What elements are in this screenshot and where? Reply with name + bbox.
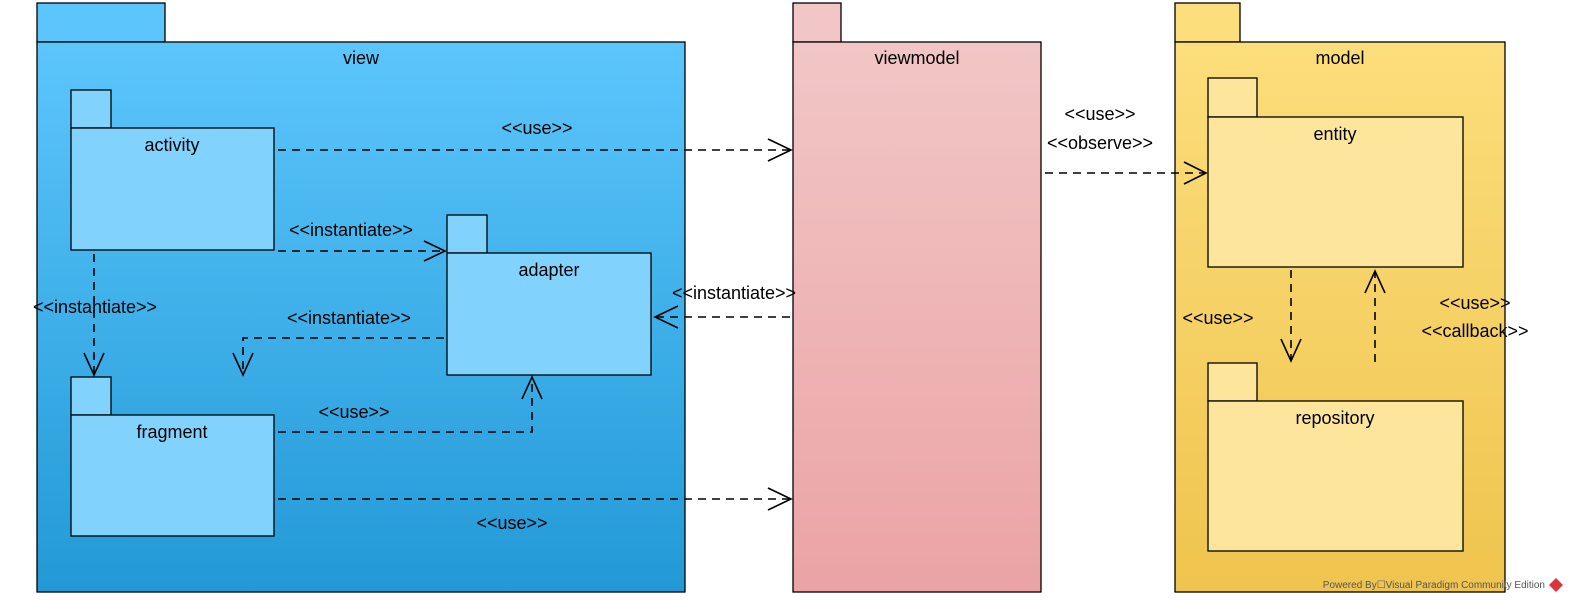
label-entity-repository: <<use>> bbox=[1182, 308, 1253, 328]
package-repository[interactable]: repository bbox=[1207, 362, 1464, 552]
arrowhead bbox=[232, 352, 254, 377]
dependency-viewmodel-entity[interactable] bbox=[1045, 161, 1208, 185]
label-fragment-viewmodel: <<use>> bbox=[476, 513, 547, 533]
dependency-fragment-adapter[interactable] bbox=[278, 375, 543, 433]
package-view-label: view bbox=[343, 48, 380, 68]
package-viewmodel-body bbox=[792, 41, 1042, 593]
label-viewmodel-entity-use: <<use>> bbox=[1064, 104, 1135, 124]
label-viewmodel-entity-observe: <<observe>> bbox=[1047, 133, 1153, 153]
label-repository-entity-callback: <<callback>> bbox=[1421, 321, 1528, 341]
package-adapter-label: adapter bbox=[518, 260, 579, 280]
package-viewmodel[interactable]: viewmodel bbox=[792, 2, 1042, 593]
label-activity-fragment: <<instantiate>> bbox=[33, 297, 157, 317]
package-fragment[interactable]: fragment bbox=[70, 376, 275, 537]
package-model-label: model bbox=[1315, 48, 1364, 68]
dependency-viewmodel-adapter[interactable] bbox=[653, 305, 790, 329]
arrowhead bbox=[767, 487, 793, 511]
label-viewmodel-adapter: <<instantiate>> bbox=[672, 283, 796, 303]
package-viewmodel-label: viewmodel bbox=[874, 48, 959, 68]
package-activity[interactable]: activity bbox=[70, 89, 275, 251]
package-entity-tab bbox=[1207, 77, 1258, 118]
package-entity-label: entity bbox=[1313, 124, 1356, 144]
label-activity-viewmodel: <<use>> bbox=[501, 118, 572, 138]
dependency-activity-fragment[interactable] bbox=[83, 254, 105, 377]
footer-watermark: Powered By☐Visual Paradigm Community Edi… bbox=[1323, 578, 1563, 592]
package-activity-tab bbox=[70, 89, 112, 129]
dependency-adapter-fragment[interactable] bbox=[232, 337, 444, 377]
arrowhead bbox=[1280, 338, 1302, 363]
arrowhead bbox=[1183, 161, 1208, 185]
arrowhead bbox=[1364, 269, 1386, 294]
arrowhead bbox=[423, 240, 447, 262]
package-fragment-tab bbox=[70, 376, 112, 416]
footer-text: Powered By☐Visual Paradigm Community Edi… bbox=[1323, 580, 1545, 591]
dependency-activity-adapter[interactable] bbox=[278, 240, 447, 262]
label-adapter-fragment: <<instantiate>> bbox=[287, 308, 411, 328]
package-fragment-body bbox=[70, 414, 275, 537]
dependency-fragment-viewmodel[interactable] bbox=[278, 487, 793, 511]
package-fragment-label: fragment bbox=[136, 422, 207, 442]
package-adapter-tab bbox=[446, 214, 488, 254]
dependency-line bbox=[242, 337, 444, 374]
package-repository-label: repository bbox=[1295, 408, 1374, 428]
package-entity[interactable]: entity bbox=[1207, 77, 1464, 268]
package-repository-tab bbox=[1207, 362, 1258, 402]
package-repository-body bbox=[1207, 400, 1464, 552]
package-viewmodel-tab bbox=[792, 2, 842, 43]
label-fragment-adapter: <<use>> bbox=[318, 402, 389, 422]
arrowhead bbox=[767, 138, 793, 162]
arrowhead bbox=[521, 375, 543, 400]
label-repository-entity-use: <<use>> bbox=[1439, 293, 1510, 313]
dependency-repository-entity[interactable] bbox=[1364, 269, 1386, 362]
label-activity-adapter: <<instantiate>> bbox=[289, 220, 413, 240]
package-model-tab bbox=[1174, 2, 1241, 43]
package-adapter[interactable]: adapter bbox=[446, 214, 652, 376]
package-activity-label: activity bbox=[144, 135, 199, 155]
package-activity-body bbox=[70, 127, 275, 251]
visual-paradigm-logo-icon bbox=[1549, 578, 1563, 592]
arrowhead bbox=[653, 305, 679, 329]
package-adapter-body bbox=[446, 252, 652, 376]
arrowhead bbox=[83, 352, 105, 377]
dependency-entity-repository[interactable] bbox=[1280, 270, 1302, 363]
package-view-tab bbox=[36, 2, 166, 43]
dependency-line bbox=[278, 378, 533, 433]
dependency-activity-viewmodel[interactable] bbox=[278, 138, 793, 162]
package-entity-body bbox=[1207, 116, 1464, 268]
